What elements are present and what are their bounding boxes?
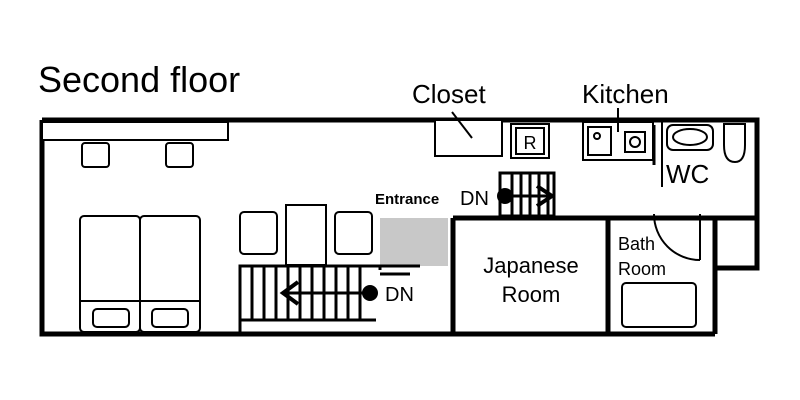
- lower-stairs-dot: [362, 285, 378, 301]
- dining-set: [239, 204, 373, 266]
- twin-beds: [79, 215, 201, 333]
- entrance-label: Entrance: [375, 191, 439, 208]
- wc-label: WC: [666, 159, 709, 189]
- wc-fixtures: [661, 122, 746, 187]
- entrance-area: [380, 218, 448, 266]
- kitchen-counter: [582, 121, 654, 161]
- japanese-room-label-line1: Japanese: [483, 253, 578, 278]
- closet-label: Closet: [412, 79, 486, 109]
- lower-stairs-dn-label: DN: [385, 284, 414, 306]
- refrigerator-inner: [515, 127, 545, 155]
- bath-door: [653, 213, 701, 261]
- closet: [434, 119, 503, 157]
- closet-leader: [451, 111, 473, 139]
- stool-left: [81, 142, 110, 168]
- upper-stairs-dn-label: DN: [460, 188, 489, 210]
- refrigerator-label: R: [524, 133, 537, 153]
- bath-room-label-line2: Room: [618, 259, 666, 279]
- shelf: [41, 121, 229, 141]
- japanese-room-label-line2: Room: [502, 282, 561, 307]
- bathtub: [621, 282, 697, 328]
- plan-title: Second floor: [38, 59, 240, 100]
- bath-room-label-line1: Bath: [618, 234, 655, 254]
- upper-stairs-dot: [497, 188, 513, 204]
- outer-walls: [39, 117, 760, 337]
- upper-staircase: [498, 171, 556, 218]
- interior-walls: [450, 125, 715, 334]
- kitchen-label: Kitchen: [582, 79, 669, 109]
- lower-staircase: [238, 264, 420, 332]
- stool-right: [165, 142, 194, 168]
